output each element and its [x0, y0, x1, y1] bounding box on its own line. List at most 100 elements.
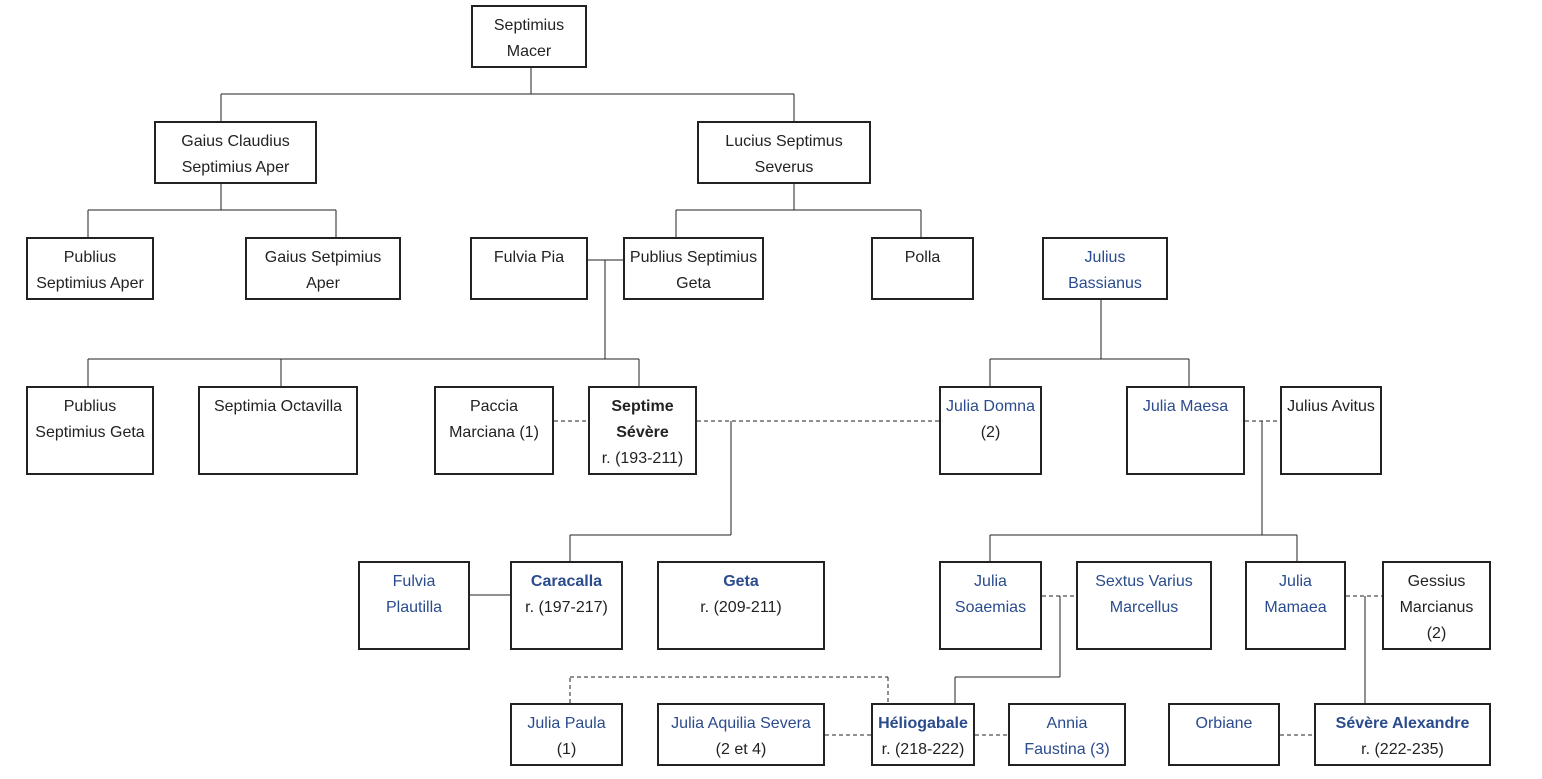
name-line: Faustina (3)	[1024, 741, 1110, 758]
person-caracalla[interactable]: Caracalla r. (197-217)	[510, 561, 623, 650]
person-julia-aquilia[interactable]: Julia Aquilia Severa (2 et 4)	[657, 703, 825, 766]
person-severe-alexandre[interactable]: Sévère Alexandre r. (222-235)	[1314, 703, 1491, 766]
person-name: Caracalla	[512, 569, 621, 595]
person-name: Julius Avitus	[1282, 394, 1380, 420]
person-geta[interactable]: Geta r. (209-211)	[657, 561, 825, 650]
name-line: Septimius	[493, 17, 565, 34]
name-line: Geta	[676, 275, 711, 292]
person-name: Sévère Alexandre	[1316, 711, 1489, 737]
name-line: Soaemias	[954, 599, 1027, 616]
person-note: r. (209-211)	[700, 599, 782, 616]
name-line: Septime	[611, 398, 674, 415]
name-line: Julia	[1279, 573, 1312, 590]
person-name: Fulvia Pia	[472, 245, 586, 271]
name-line: Héliogabale	[878, 715, 968, 732]
person-julia-paula[interactable]: Julia Paula (1)	[510, 703, 623, 766]
name-line: Julia Maesa	[1142, 398, 1229, 415]
name-line: Julia Aquilia Severa	[671, 715, 811, 732]
person-note: (2)	[980, 424, 1001, 441]
name-line: Bassianus	[1068, 275, 1142, 292]
name-line: Publius	[63, 398, 117, 415]
person-note: r. (193-211)	[601, 450, 684, 467]
name-line: Sévère	[616, 424, 669, 441]
person-septimia-octavilla: Septimia Octavilla	[198, 386, 358, 475]
name-line: Julia Paula	[527, 715, 606, 732]
name-line: Marcianus	[1399, 599, 1474, 616]
name-line: Septimius Aper	[36, 275, 144, 292]
name-line: Macer	[506, 43, 552, 60]
name-line: Julius Avitus	[1287, 398, 1375, 415]
person-julius-avitus: Julius Avitus	[1280, 386, 1382, 475]
person-julia-domna[interactable]: Julia Domna (2)	[939, 386, 1042, 475]
person-note: (2 et 4)	[715, 741, 767, 758]
person-name: Polla	[873, 245, 972, 271]
person-julia-maesa[interactable]: Julia Maesa	[1126, 386, 1245, 475]
person-orbiane[interactable]: Orbiane	[1168, 703, 1280, 766]
person-note: r. (197-217)	[525, 599, 608, 616]
name-line: Septimia Octavilla	[213, 398, 343, 415]
name-line: Paccia	[469, 398, 519, 415]
person-heliogabale[interactable]: Héliogabale r. (218-222)	[871, 703, 975, 766]
name-line: Aper	[306, 275, 340, 292]
name-line: Publius Septimius	[629, 249, 758, 266]
name-line: Gaius Setpimius	[264, 249, 382, 266]
name-line: Sextus Varius	[1095, 573, 1193, 590]
person-name: Septimia Octavilla	[200, 394, 356, 420]
person-note: (2)	[1426, 625, 1447, 642]
name-line: Marcellus	[1109, 599, 1179, 616]
person-note: r. (222-235)	[1361, 741, 1444, 758]
person-name: Orbiane	[1170, 711, 1278, 737]
name-line: Gessius	[1407, 573, 1466, 590]
name-line: Marciana (1)	[449, 424, 539, 441]
name-line: Sévère Alexandre	[1335, 715, 1470, 732]
name-line: Annia	[1046, 715, 1088, 732]
person-note: r. (218-222)	[881, 741, 965, 758]
person-name: Julia Maesa	[1128, 394, 1243, 420]
name-line: Lucius Septimus	[725, 133, 843, 150]
name-line: Severus	[754, 159, 814, 176]
person-name: Julia Aquilia Severa	[659, 711, 823, 737]
person-note: (1)	[556, 741, 577, 758]
person-name: Geta	[659, 569, 823, 595]
person-name: Julia Paula	[512, 711, 621, 737]
name-line: Publius	[63, 249, 117, 266]
name-line: Caracalla	[530, 573, 603, 590]
person-name: Héliogabale	[873, 711, 973, 737]
name-line: Orbiane	[1195, 715, 1253, 732]
name-line: Julius	[1084, 249, 1126, 266]
name-line: Julia Domna	[946, 398, 1035, 415]
name-line: Mamaea	[1264, 599, 1327, 616]
